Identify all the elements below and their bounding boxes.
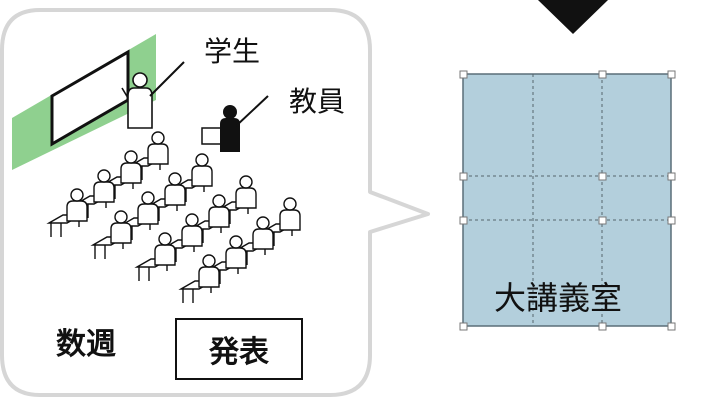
seated-student-icon: [90, 210, 132, 259]
lecture-hall-plan: [459, 70, 676, 331]
seated-student-icon: [134, 232, 176, 281]
floor-grid: [463, 74, 671, 326]
student-pointer-line: [149, 61, 185, 97]
student-label: 学生: [204, 35, 261, 68]
lecture-hall-label: 大講義室: [494, 279, 623, 317]
seated-student-icon: [144, 172, 186, 221]
lecture-hall-area: [462, 73, 672, 327]
seated-student-icon: [73, 169, 115, 218]
seated-student-icon: [232, 216, 274, 265]
presentation-label: 発表: [209, 335, 269, 370]
seated-student-icon: [46, 188, 88, 237]
weeks-label: 数週: [56, 327, 116, 362]
seated-students: [46, 131, 301, 303]
seated-student-icon: [205, 235, 247, 284]
seated-student-icon: [178, 254, 220, 303]
presentation-box: 発表: [175, 318, 303, 380]
teacher-label: 教員: [289, 85, 346, 118]
seated-student-icon: [171, 153, 213, 202]
selection-handles: [459, 70, 676, 331]
student-presenter-icon: [121, 72, 153, 129]
down-arrow-icon: [538, 0, 608, 34]
seated-student-icon: [215, 175, 257, 224]
teacher-icon: [201, 105, 240, 152]
teacher-pointer-line: [235, 95, 269, 127]
